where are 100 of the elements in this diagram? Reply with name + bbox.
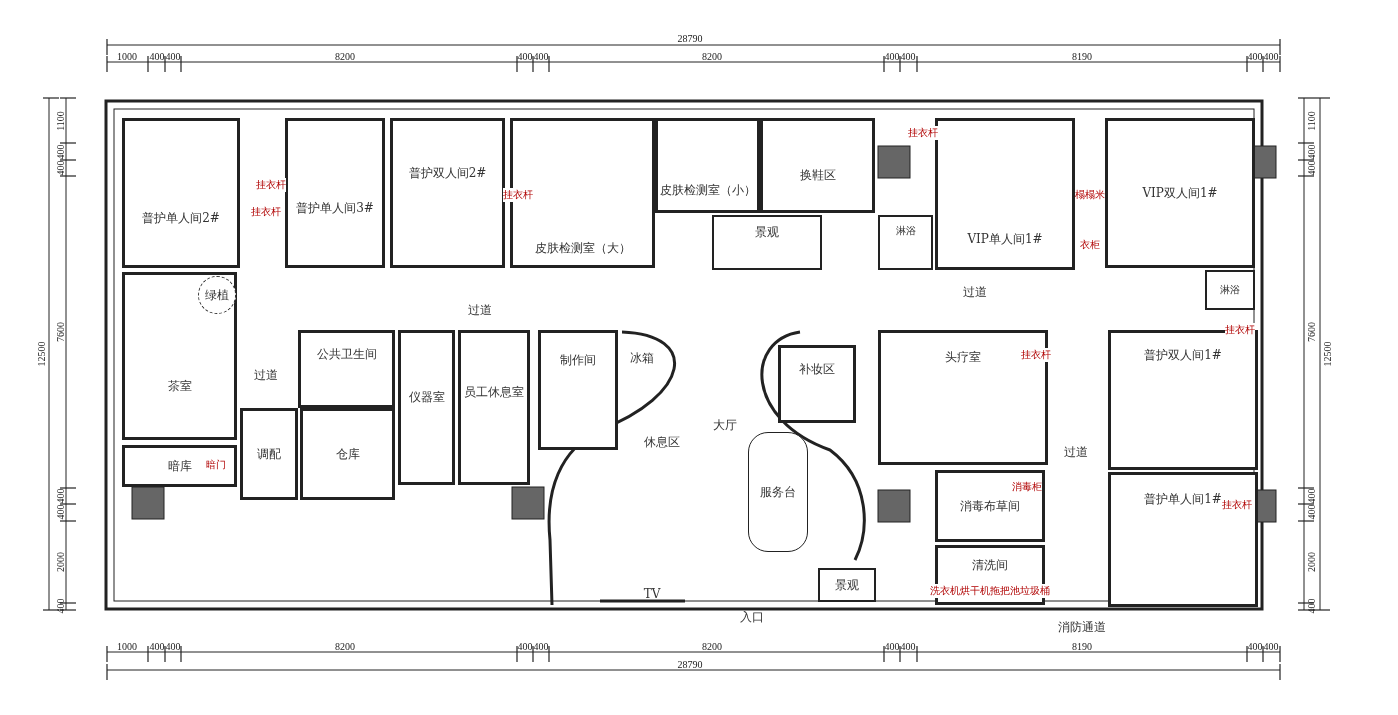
- dimension-label: 400: [900, 640, 916, 652]
- room-name: 仓库: [335, 445, 360, 463]
- dimension-label: 400: [54, 144, 66, 160]
- dimension-label: 400: [1305, 598, 1317, 614]
- room-name: 服务台: [760, 483, 796, 501]
- dimension-label: 2000: [54, 552, 66, 572]
- dimension-label: 400: [1305, 160, 1317, 176]
- room-name: 绿植: [205, 286, 229, 304]
- dimension-label: 8200: [702, 50, 722, 62]
- fixture-label: 挂衣杆: [1021, 348, 1051, 362]
- fixture-label: 暗门: [206, 458, 226, 472]
- room-outline: [300, 408, 395, 500]
- area-label: 过道: [468, 301, 492, 319]
- room-name: VIP单人间1#: [967, 230, 1043, 248]
- room-outline: [122, 445, 237, 487]
- room-outline: [398, 330, 455, 485]
- room-name: 消毒布草间: [960, 497, 1020, 515]
- dimension-label: 400: [884, 50, 900, 62]
- fixture-label: 洗衣机烘干机拖把池垃圾桶: [930, 584, 1050, 598]
- fixture-label: 挂衣杆: [1225, 323, 1255, 337]
- dimension-label: 400: [149, 640, 165, 652]
- dimension-label: 1000: [117, 50, 137, 62]
- fixture-label: 挂衣杆: [256, 178, 286, 192]
- dimension-label: 400: [533, 50, 549, 62]
- room-name: 普护双人间1#: [1144, 346, 1222, 364]
- fixture-label: 衣柜: [1080, 238, 1100, 252]
- dimension-label: 12500: [1321, 341, 1333, 367]
- dimension-label: 12500: [35, 341, 47, 367]
- room-name: 暗库: [167, 457, 192, 475]
- dimension-label: 400: [1247, 50, 1263, 62]
- service-desk: [748, 432, 808, 552]
- room-name: 制作间: [560, 351, 596, 369]
- room-name: 调配: [257, 445, 281, 463]
- dimension-label: 1100: [54, 111, 66, 131]
- room-name: VIP双人间1#: [1142, 184, 1218, 202]
- dimension-label: 400: [1305, 504, 1317, 520]
- room-outline: [655, 118, 760, 213]
- dimension-label: 8200: [335, 50, 355, 62]
- dimension-label: 400: [1263, 640, 1279, 652]
- room-outline: [122, 272, 237, 440]
- room-outline: [778, 345, 856, 423]
- room-outline: [935, 470, 1045, 542]
- room-name: 淋浴: [1220, 283, 1240, 297]
- dimension-label: 8190: [1072, 640, 1092, 652]
- shower-room: [878, 215, 933, 270]
- dimension-label: 8200: [335, 640, 355, 652]
- room-name: 头疗室: [945, 349, 981, 366]
- dimension-label: 400: [884, 640, 900, 652]
- planter-box: [818, 568, 876, 602]
- room-outline: [1105, 118, 1255, 268]
- dimension-label: 8200: [702, 640, 722, 652]
- room-name: 景观: [835, 576, 859, 594]
- dimension-label: 28790: [677, 32, 703, 44]
- room-name: 仪器室: [408, 389, 445, 406]
- area-label: 入口: [740, 608, 764, 626]
- room-name: 皮肤检测室（小）: [659, 182, 756, 199]
- dimension-label: 400: [54, 504, 66, 520]
- room-name: 普护单人间3#: [296, 199, 374, 217]
- area-label: 过道: [1064, 443, 1088, 461]
- fixture-label: 挂衣杆: [908, 126, 938, 140]
- room-outline: [390, 118, 505, 268]
- dimension-label: 400: [54, 160, 66, 176]
- room-outline: [538, 330, 618, 450]
- room-name: 景观: [755, 224, 779, 241]
- area-label: 过道: [963, 283, 987, 301]
- dimension-label: 400: [900, 50, 916, 62]
- room-name: 员工休息室: [464, 384, 524, 401]
- dimension-label: 400: [165, 640, 181, 652]
- dimension-label: 8190: [1072, 50, 1092, 62]
- room-name: 普护单人间1#: [1144, 491, 1222, 506]
- room-name: 普护双人间2#: [408, 164, 487, 182]
- area-label: 过道: [254, 366, 278, 384]
- room-name: 淋浴: [895, 223, 916, 238]
- planter-box: [712, 215, 822, 270]
- fixture-label: 榻榻米: [1075, 188, 1105, 202]
- room-name: 补妆区: [799, 360, 835, 378]
- dimension-label: 400: [1263, 50, 1279, 62]
- room-name: 清洗间: [972, 556, 1008, 574]
- area-label: 冰箱: [630, 349, 654, 367]
- dimension-label: 7600: [1305, 322, 1317, 342]
- room-outline: [1108, 472, 1258, 607]
- dimension-label: 400: [517, 50, 533, 62]
- area-label: 消防通道: [1058, 618, 1106, 636]
- dimension-label: 400: [165, 50, 181, 62]
- dimension-label: 400: [54, 488, 66, 504]
- dimension-label: 28790: [677, 658, 703, 670]
- dimension-label: 400: [54, 598, 66, 614]
- fixture-label: 挂衣杆: [251, 205, 281, 219]
- fixture-label: 挂衣杆: [503, 188, 533, 202]
- shower-room: [1205, 270, 1255, 310]
- room-outline: [298, 330, 395, 408]
- room-name: 换鞋区: [799, 167, 836, 184]
- dimension-label: 7600: [54, 322, 66, 342]
- room-name: 皮肤检测室（大）: [534, 239, 631, 257]
- area-label: 大厅: [713, 416, 737, 434]
- dimension-label: 400: [533, 640, 549, 652]
- room-outline: [285, 118, 385, 268]
- room-name: 公共卫生间: [316, 345, 377, 363]
- dimension-label: 400: [1247, 640, 1263, 652]
- dimension-label: 400: [517, 640, 533, 652]
